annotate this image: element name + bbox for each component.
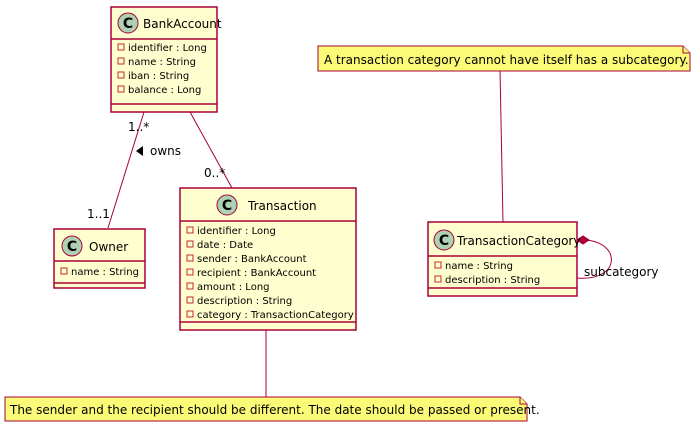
- attribute-list: name : String: [60, 267, 139, 278]
- private-visibility-icon: [186, 240, 194, 248]
- private-visibility-icon: [117, 71, 125, 79]
- attribute: category : TransactionCategory: [197, 310, 354, 321]
- private-visibility-icon: [117, 85, 125, 93]
- attribute: name : String: [445, 261, 513, 272]
- subcategory-self-loop: [576, 239, 612, 279]
- class-name: TransactionCategory: [456, 234, 580, 248]
- class-circle-icon: [61, 235, 83, 257]
- private-visibility-icon: [186, 282, 194, 290]
- class-name: Owner: [89, 240, 128, 254]
- attribute: iban : String: [128, 71, 189, 82]
- note-transaction: The sender and the recipient should be d…: [4, 396, 540, 422]
- attribute-list: name : String description : String: [434, 261, 540, 286]
- attribute: balance : Long: [128, 85, 201, 96]
- class-transaction: C Transaction identifier : Long date : Da…: [179, 187, 357, 331]
- owns-direction-arrow-icon: [136, 146, 143, 156]
- owns-label: owns: [150, 144, 181, 158]
- private-visibility-icon: [186, 310, 194, 318]
- class-name: Transaction: [247, 199, 317, 213]
- class-stereotype-letter: C: [67, 239, 77, 255]
- subcategory-label: subcategory: [584, 265, 659, 279]
- attribute: identifier : Long: [128, 43, 207, 54]
- attribute: description : String: [197, 296, 292, 307]
- attribute: date : Date: [197, 240, 253, 251]
- class-transactioncategory: C TransactionCategory name : String descr…: [427, 221, 580, 297]
- class-stereotype-letter: C: [439, 233, 449, 249]
- private-visibility-icon: [434, 275, 442, 283]
- attribute: amount : Long: [197, 282, 270, 293]
- attribute-list: identifier : Long date : Date sender : Ban…: [186, 226, 354, 321]
- attribute: identifier : Long: [197, 226, 276, 237]
- class-circle-icon: [433, 229, 455, 251]
- composition-diamond-icon: [576, 235, 590, 245]
- class-stereotype-letter: C: [123, 16, 133, 32]
- attribute-list: identifier : Long name : String iban : Str…: [117, 43, 207, 96]
- note-transaction-category: A transaction category cannot have itsel…: [317, 45, 691, 72]
- note-fold-icon: [519, 397, 527, 405]
- owns-mult-owner: 1..1: [87, 207, 110, 221]
- private-visibility-icon: [186, 226, 194, 234]
- bankaccount-transaction-line: [189, 111, 233, 189]
- transaction-multiplicity: 0..*: [204, 166, 225, 180]
- class-bankaccount: C BankAccount identifier : Long name : St…: [110, 6, 222, 113]
- attribute: recipient : BankAccount: [197, 268, 316, 279]
- attribute: name : String: [71, 267, 139, 278]
- category-note-connector: [499, 69, 504, 223]
- note-fold-icon: [682, 46, 690, 54]
- note-text: The sender and the recipient should be d…: [9, 403, 540, 417]
- class-owner: C Owner name : String: [53, 228, 146, 289]
- owns-mult-bankaccount: 1..*: [128, 120, 149, 134]
- note-text: A transaction category cannot have itsel…: [324, 53, 689, 67]
- private-visibility-icon: [186, 268, 194, 276]
- private-visibility-icon: [117, 57, 125, 65]
- private-visibility-icon: [60, 267, 68, 275]
- class-name: BankAccount: [143, 17, 222, 31]
- attribute: sender : BankAccount: [197, 254, 307, 265]
- private-visibility-icon: [186, 296, 194, 304]
- attribute: description : String: [445, 275, 540, 286]
- class-stereotype-letter: C: [222, 198, 232, 214]
- private-visibility-icon: [117, 43, 125, 51]
- class-circle-icon: [216, 194, 238, 216]
- attribute: name : String: [128, 57, 196, 68]
- class-circle-icon: [117, 12, 139, 34]
- owns-association-line: [107, 111, 145, 229]
- private-visibility-icon: [186, 254, 194, 262]
- private-visibility-icon: [434, 261, 442, 269]
